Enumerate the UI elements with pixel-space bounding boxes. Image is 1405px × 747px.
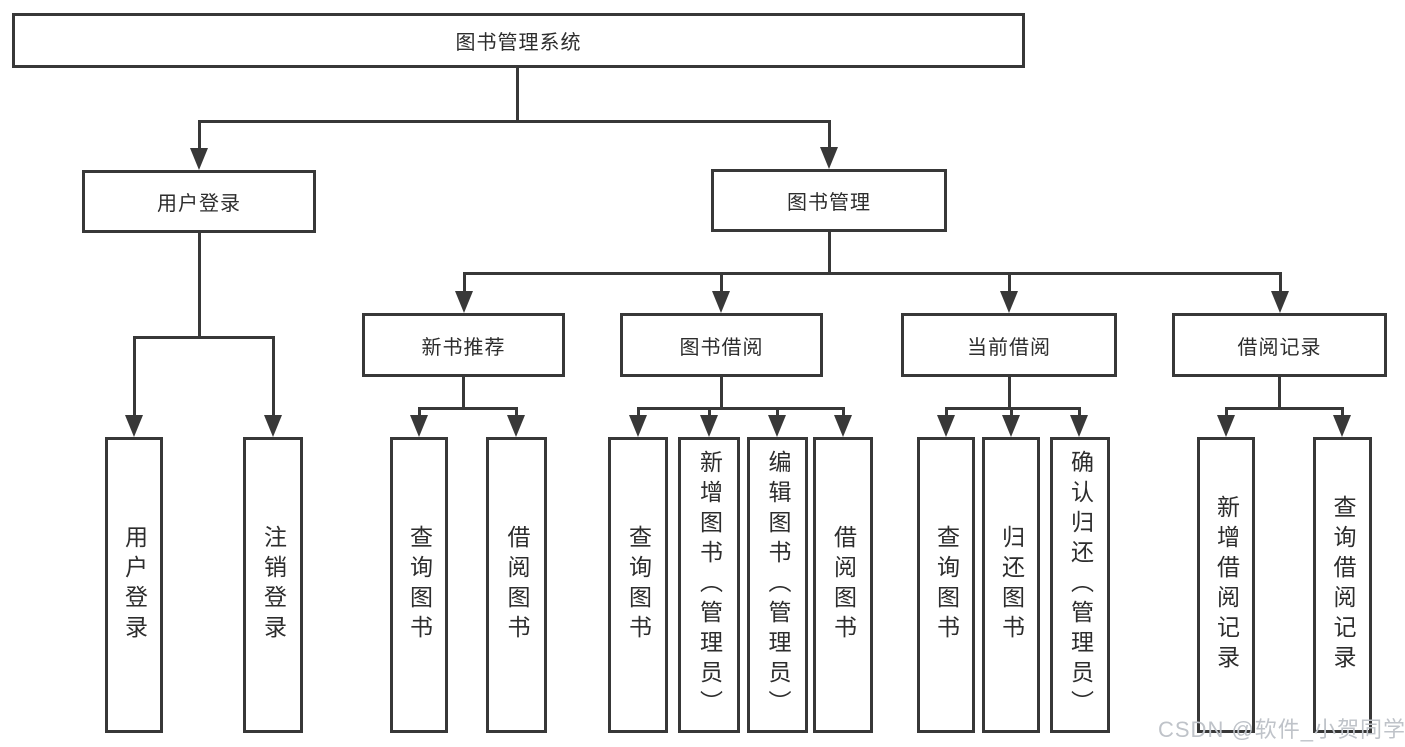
connector-drop <box>1010 407 1013 417</box>
connector-drop <box>945 407 948 417</box>
leaf-label: 借阅图书 <box>504 525 530 645</box>
leaf-label: 新增借阅记录 <box>1213 495 1240 675</box>
connector-drop <box>1008 272 1011 293</box>
leaf-label: 归还图书 <box>998 525 1025 645</box>
node-label: 图书管理 <box>787 192 871 214</box>
csdn-watermark: CSDN @软件_小贺同学 <box>1158 717 1405 742</box>
arrowhead-down-icon <box>1333 415 1351 437</box>
leaf-user-login: 用户登录 <box>105 437 163 733</box>
node-label: 新书推荐 <box>421 336 506 359</box>
arrowhead-down-icon <box>937 415 955 437</box>
connector-rail <box>637 407 845 410</box>
arrowhead-down-icon <box>264 415 282 437</box>
arrowhead-down-icon <box>712 291 730 313</box>
leaf-borrow-query-books: 查询图书 <box>608 437 668 733</box>
node-current-borrow: 当前借阅 <box>901 313 1117 377</box>
arrowhead-down-icon <box>410 415 428 437</box>
leaf-current-query-books: 查询图书 <box>917 437 975 733</box>
connector-drop <box>133 336 136 417</box>
connector-drop <box>1225 407 1228 417</box>
connector-drop <box>637 407 640 417</box>
node-library-system-root: 图书管理系统 <box>12 13 1025 68</box>
leaf-label: 注销登录 <box>260 525 287 645</box>
connector-stub <box>1008 377 1011 409</box>
connector-stub <box>198 233 201 338</box>
leaf-label: 查询图书 <box>625 525 652 645</box>
connector-drop <box>1078 407 1081 417</box>
arrowhead-down-icon <box>1002 415 1020 437</box>
connector-drop <box>1341 407 1344 417</box>
leaf-rec-query-books: 查询图书 <box>390 437 448 733</box>
leaf-logout: 注销登录 <box>243 437 303 733</box>
connector-drop <box>720 272 723 293</box>
node-label: 当前借阅 <box>967 336 1051 359</box>
connector-drop <box>272 336 275 417</box>
node-label: 借阅记录 <box>1237 336 1322 359</box>
connector-rail <box>418 407 518 410</box>
connector-stub <box>720 377 723 409</box>
leaf-label: 借阅图书 <box>830 525 857 645</box>
arrowhead-down-icon <box>629 415 647 437</box>
arrowhead-down-icon <box>455 291 473 313</box>
leaf-label: 用户登录 <box>121 525 148 645</box>
node-book-borrow: 图书借阅 <box>620 313 823 377</box>
leaf-label: 查询图书 <box>406 525 433 645</box>
connector-drop <box>515 407 518 417</box>
leaf-label: 查询借阅记录 <box>1330 495 1356 675</box>
node-new-book-recommend: 新书推荐 <box>362 313 565 377</box>
connector-rail <box>1225 407 1344 410</box>
connector-drop <box>198 120 201 150</box>
arrowhead-down-icon <box>834 415 852 437</box>
leaf-borrow-add-books-admin: 新增图书（管理员） <box>678 437 740 733</box>
arrowhead-down-icon <box>1217 415 1235 437</box>
node-label: 图书借阅 <box>679 336 764 359</box>
connector-drop <box>708 407 711 417</box>
node-label: 用户登录 <box>157 193 241 215</box>
connector-drop <box>1279 272 1282 293</box>
leaf-current-return-books: 归还图书 <box>982 437 1040 733</box>
leaf-rec-borrow-books: 借阅图书 <box>486 437 547 733</box>
connector-stub <box>828 232 831 274</box>
leaf-current-confirm-return-admin: 确认归还（管理员） <box>1050 437 1110 733</box>
connector-rail <box>463 272 1282 275</box>
connector-drop <box>828 120 831 149</box>
connector-rail <box>198 120 831 123</box>
leaf-record-add-borrow-record: 新增借阅记录 <box>1197 437 1255 733</box>
arrowhead-down-icon <box>1070 415 1088 437</box>
node-borrow-record: 借阅记录 <box>1172 313 1387 377</box>
leaf-label: 确认归还（管理员） <box>1067 450 1094 720</box>
arrowhead-down-icon <box>768 415 786 437</box>
arrowhead-down-icon <box>125 415 143 437</box>
connector-drop <box>418 407 421 417</box>
connector-rail <box>133 336 275 339</box>
leaf-label: 新增图书（管理员） <box>696 450 723 720</box>
connector-drop <box>842 407 845 417</box>
leaf-borrow-edit-books-admin: 编辑图书（管理员） <box>747 437 808 733</box>
connector-drop <box>463 272 466 293</box>
connector-stub <box>462 377 465 409</box>
arrowhead-down-icon <box>1000 291 1018 313</box>
arrowhead-down-icon <box>190 148 208 170</box>
node-label: 图书管理系统 <box>455 32 582 54</box>
leaf-record-query-borrow-record: 查询借阅记录 <box>1313 437 1372 733</box>
arrowhead-down-icon <box>700 415 718 437</box>
leaf-label: 查询图书 <box>933 525 960 645</box>
leaf-borrow-borrow-books: 借阅图书 <box>813 437 873 733</box>
node-user-login-branch: 用户登录 <box>82 170 316 233</box>
leaf-label: 编辑图书（管理员） <box>765 450 791 720</box>
node-book-management-branch: 图书管理 <box>711 169 947 232</box>
connector-stub <box>516 68 519 121</box>
arrowhead-down-icon <box>507 415 525 437</box>
arrowhead-down-icon <box>820 147 838 169</box>
connector-rail <box>945 407 1081 410</box>
connector-drop <box>776 407 779 417</box>
arrowhead-down-icon <box>1271 291 1289 313</box>
connector-stub <box>1278 377 1281 409</box>
